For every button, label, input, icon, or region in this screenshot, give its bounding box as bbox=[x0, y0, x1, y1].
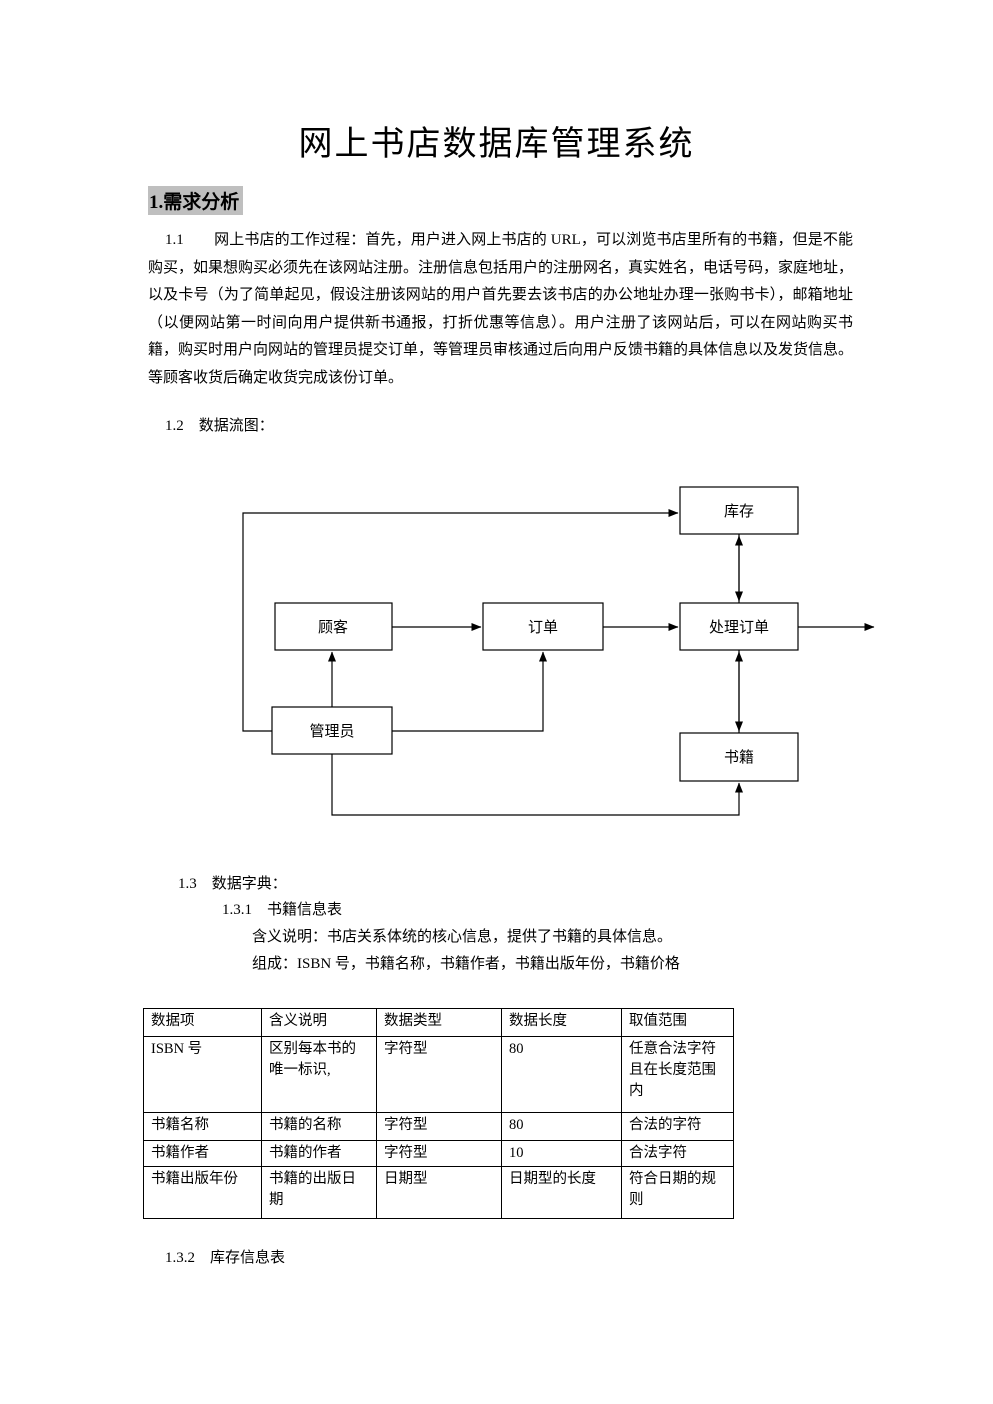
col-header-data-item: 数据项 bbox=[143, 1008, 262, 1037]
inventory-box bbox=[679, 486, 799, 535]
edge-admin-to-books bbox=[331, 754, 743, 816]
col-header-value-range: 取值范围 bbox=[621, 1008, 734, 1037]
section-heading-requirements: 1.需求分析 bbox=[148, 186, 244, 215]
cell: 区别每本书的唯一标识, bbox=[261, 1036, 377, 1113]
label-book-table-meaning: 含义说明：书店关系体统的核心信息，提供了书籍的具体信息。 bbox=[252, 929, 673, 945]
order-box bbox=[482, 602, 604, 651]
diagram-node-admin: 管理员 bbox=[271, 706, 393, 755]
label-book-table-composition: 组成：ISBN 号，书籍名称，书籍作者，书籍出版年份，书籍价格 bbox=[252, 956, 680, 972]
process-order-label: 处理订单 bbox=[709, 619, 769, 636]
customer-box bbox=[274, 602, 393, 651]
inventory-label: 库存 bbox=[724, 503, 754, 520]
cell: 任意合法字符且在长度范围内 bbox=[621, 1036, 734, 1113]
admin-box bbox=[271, 706, 393, 755]
col-header-data-length: 数据长度 bbox=[501, 1008, 622, 1037]
label-1-3-dictionary: 1.3 数据字典： bbox=[178, 876, 287, 892]
label-1-3-1-book-table: 1.3.1 书籍信息表 bbox=[222, 902, 343, 918]
cell: 合法字符 bbox=[621, 1139, 734, 1168]
paragraph-1-1: 1.1 网上书店的工作过程：首先，用户进入网上书店的 URL，可以浏览书店里所有… bbox=[148, 232, 854, 386]
label-1-3-2-inventory-table: 1.3.2 库存信息表 bbox=[165, 1250, 286, 1266]
books-box bbox=[679, 732, 799, 782]
cell: 日期型 bbox=[376, 1166, 502, 1220]
cell: 80 bbox=[501, 1036, 622, 1113]
cell: 字符型 bbox=[376, 1139, 502, 1168]
cell: 字符型 bbox=[376, 1036, 502, 1113]
cell: 10 bbox=[501, 1139, 622, 1168]
order-label: 订单 bbox=[528, 619, 558, 636]
edge-admin-to-inventory bbox=[242, 509, 679, 732]
diagram-edges bbox=[242, 509, 875, 816]
table-row-book-year: 书籍出版年份 书籍的出版日期 日期型 日期型的长度 符合日期的规则 bbox=[143, 1166, 734, 1220]
table-row-book-author: 书籍作者 书籍的作者 字符型 10 合法字符 bbox=[143, 1139, 734, 1168]
dataflow-diagram: 库存 顾客 订单 处理订单 管理员 书籍 bbox=[242, 486, 875, 816]
table-row-book-name: 书籍名称 书籍的名称 字符型 80 合法的字符 bbox=[143, 1112, 734, 1141]
col-header-meaning: 含义说明 bbox=[261, 1008, 377, 1037]
col-header-data-type: 数据类型 bbox=[376, 1008, 502, 1037]
cell: 书籍名称 bbox=[143, 1112, 262, 1141]
process-order-box bbox=[679, 602, 799, 651]
cell: 书籍作者 bbox=[143, 1139, 262, 1168]
cell: 日期型的长度 bbox=[501, 1166, 622, 1220]
admin-label: 管理员 bbox=[309, 723, 354, 740]
book-info-table: 数据项 含义说明 数据类型 数据长度 取值范围 ISBN 号 区别每本书的唯一标… bbox=[143, 1008, 734, 1220]
diagram-node-order: 订单 bbox=[482, 602, 604, 651]
doc-title: 网上书店数据库管理系统 bbox=[298, 126, 695, 163]
diagram-node-customer: 顾客 bbox=[274, 602, 393, 651]
edge-admin-to-order bbox=[392, 651, 547, 732]
diagram-node-inventory: 库存 bbox=[679, 486, 799, 535]
cell: ISBN 号 bbox=[143, 1036, 262, 1113]
diagram-node-books: 书籍 bbox=[679, 732, 799, 782]
books-label: 书籍 bbox=[724, 749, 754, 766]
diagram-node-process-order: 处理订单 bbox=[679, 602, 799, 651]
cell: 书籍的作者 bbox=[261, 1139, 377, 1168]
cell: 书籍的名称 bbox=[261, 1112, 377, 1141]
diagram-nodes: 库存 顾客 订单 处理订单 管理员 书籍 bbox=[271, 486, 799, 782]
cell: 书籍出版年份 bbox=[143, 1166, 262, 1220]
customer-label: 顾客 bbox=[318, 619, 348, 636]
cell: 80 bbox=[501, 1112, 622, 1141]
table-header-row: 数据项 含义说明 数据类型 数据长度 取值范围 bbox=[143, 1008, 734, 1037]
cell: 书籍的出版日期 bbox=[261, 1166, 377, 1220]
table-row-isbn: ISBN 号 区别每本书的唯一标识, 字符型 80 任意合法字符且在长度范围内 bbox=[143, 1036, 734, 1113]
cell: 合法的字符 bbox=[621, 1112, 734, 1141]
label-1-2-dataflow: 1.2 数据流图： bbox=[165, 418, 274, 434]
cell: 字符型 bbox=[376, 1112, 502, 1141]
cell: 符合日期的规则 bbox=[621, 1166, 734, 1220]
